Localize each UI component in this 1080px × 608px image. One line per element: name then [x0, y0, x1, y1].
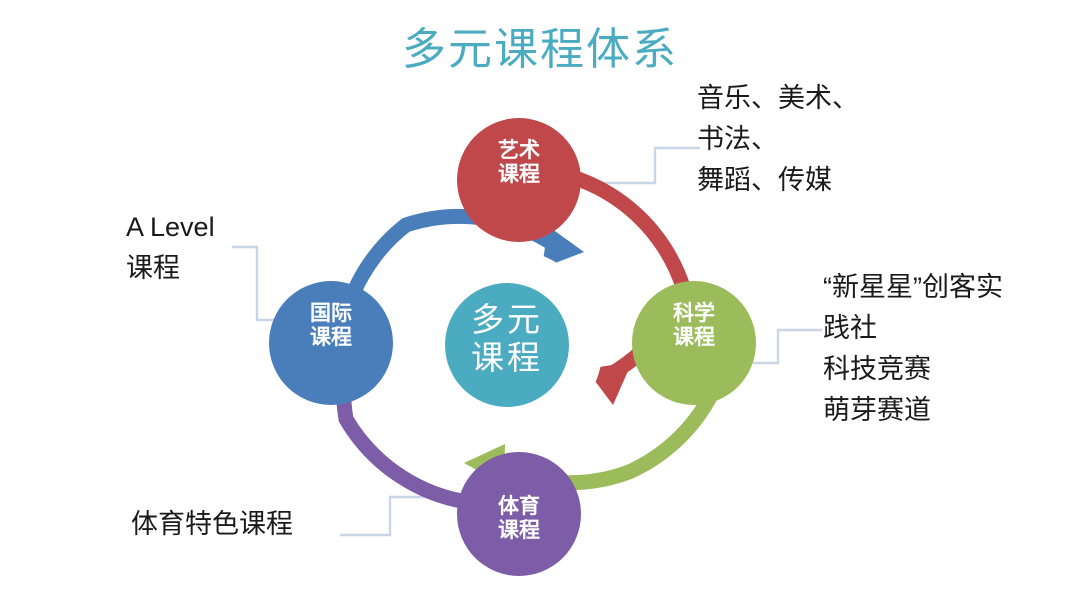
callout-international-line2: 课程 [126, 253, 180, 283]
connector-international [232, 245, 282, 322]
node-circle-international[interactable] [269, 281, 393, 405]
callout-art-line1: 音乐、美术、 [697, 83, 859, 113]
node-circle-pe[interactable] [457, 452, 581, 576]
callout-science-line4: 萌芽赛道 [823, 395, 931, 425]
callout-pe: 体育特色课程 [131, 505, 293, 543]
node-circle-science[interactable] [632, 281, 756, 405]
connector-science [742, 328, 822, 365]
callout-art-line3: 舞蹈、传媒 [697, 165, 832, 195]
callout-science-line3: 科技竞赛 [823, 354, 931, 384]
callout-science: “新星星”创客实 践社 科技竞赛 萌芽赛道 [823, 267, 1003, 431]
connector-art [578, 146, 700, 185]
callout-art-line2: 书法、 [697, 124, 778, 154]
callout-science-line1: “新星星”创客实 [823, 272, 1003, 302]
node-circle-art[interactable] [457, 118, 581, 242]
callout-international-line1: A Level [126, 212, 215, 242]
callout-science-line2: 践社 [823, 313, 877, 343]
callout-pe-line1: 体育特色课程 [131, 509, 293, 539]
callout-international: A Level 课程 [126, 207, 215, 289]
node-circle-center[interactable] [445, 283, 569, 407]
connector-pe [340, 495, 450, 537]
page-title: 多元课程体系 [402, 25, 678, 74]
callout-art: 音乐、美术、 书法、 舞蹈、传媒 [697, 78, 859, 201]
